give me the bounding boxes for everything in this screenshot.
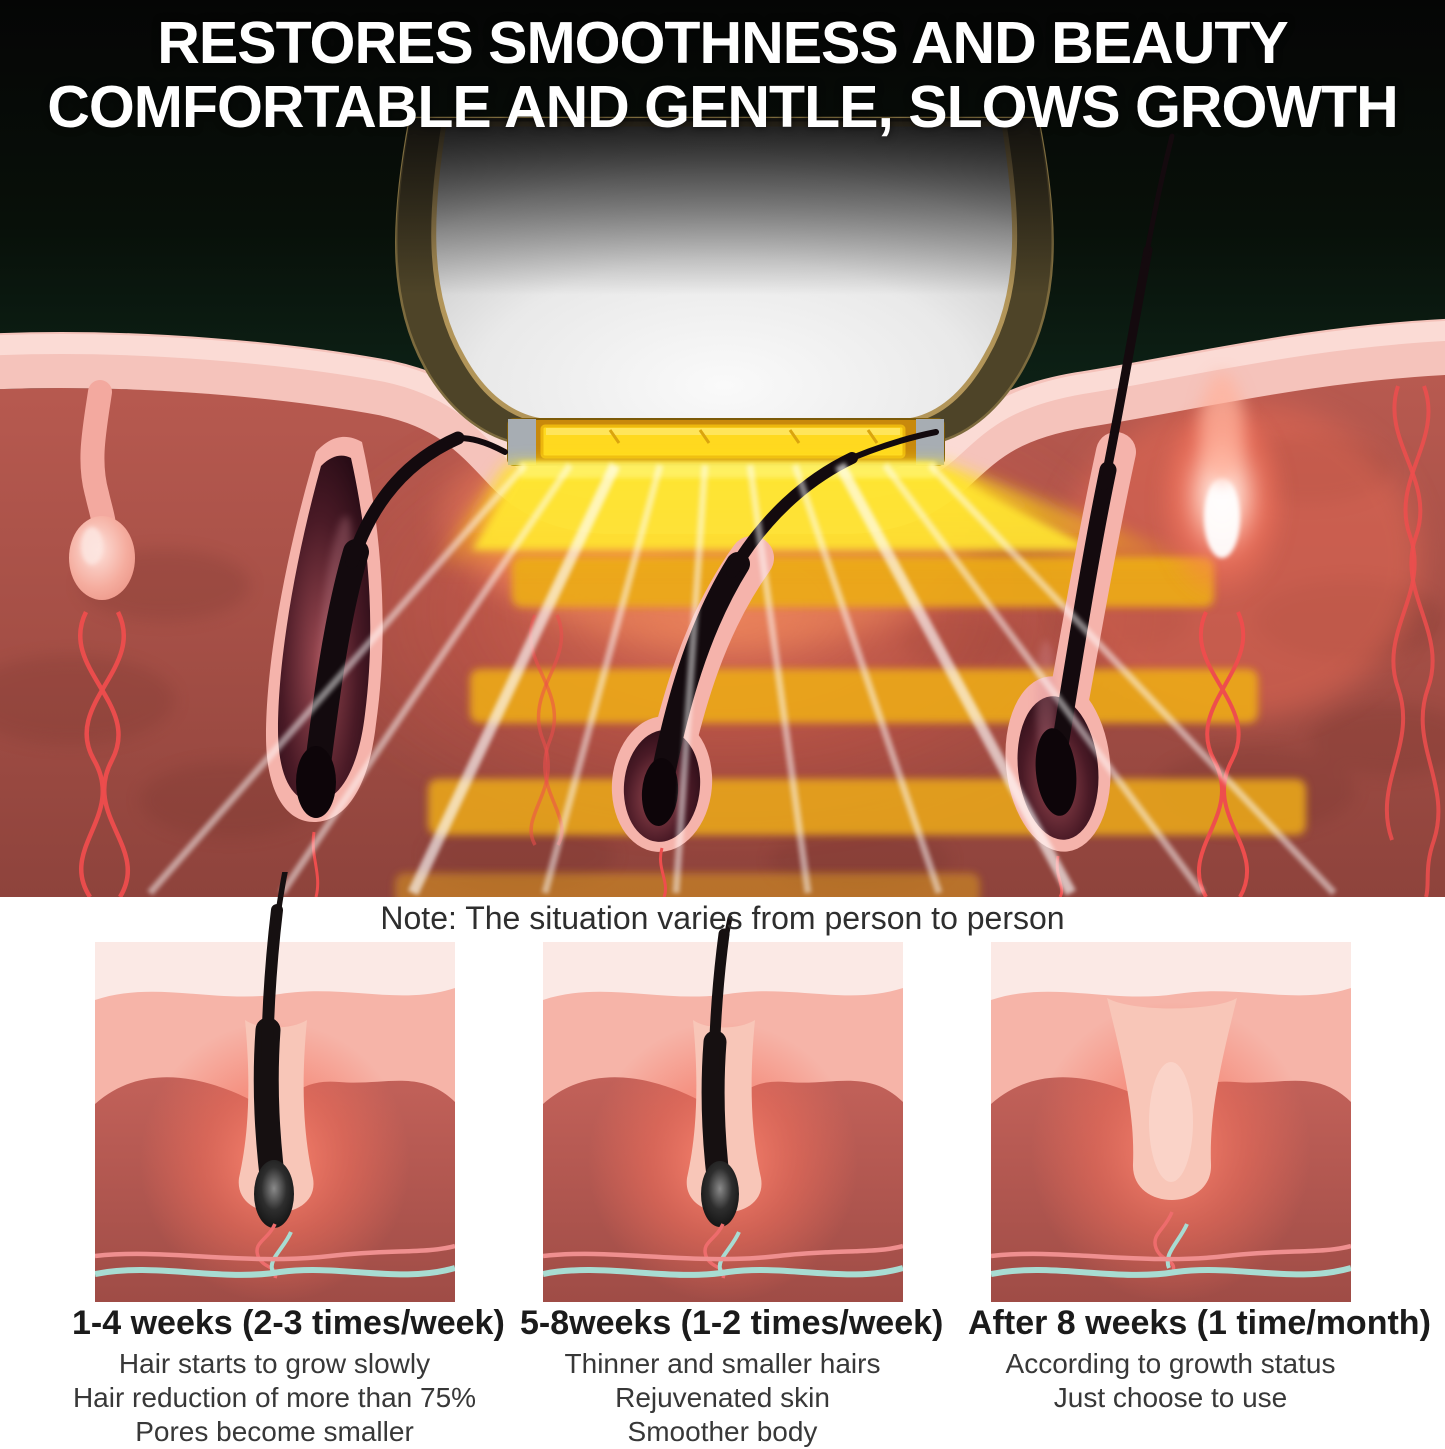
results-timeline: 1-4 weeks (2-3 times/week) Hair starts t… bbox=[0, 872, 1445, 1449]
blood-vessels bbox=[77, 385, 1441, 897]
stage-panel-3: After 8 weeks (1 time/month) According t… bbox=[968, 872, 1431, 1449]
stage-2-line: Rejuvenated skin bbox=[615, 1382, 830, 1414]
flash-lamp bbox=[507, 418, 945, 466]
stage-panel-2: 5-8weeks (1-2 times/week) Thinner and sm… bbox=[520, 872, 944, 1449]
disclaimer-note-text: Note: The situation varies from person t… bbox=[380, 900, 1065, 936]
skin-cross-section-after-8-weeks bbox=[990, 942, 1351, 1302]
hair-follicle-right bbox=[1005, 133, 1175, 897]
stage-1-line: Pores become smaller bbox=[135, 1416, 414, 1448]
ipl-treatment-diagram bbox=[0, 0, 1445, 897]
device-head bbox=[395, 116, 1054, 446]
stage-3-line: Just choose to use bbox=[1053, 1382, 1288, 1414]
title-line-2: COMFORTABLE AND GENTLE, SLOWS GROWTH bbox=[47, 73, 1398, 140]
title-line-1: RESTORES SMOOTHNESS AND BEAUTY bbox=[157, 10, 1288, 76]
hero-illustration: RESTORES SMOOTHNESS AND BEAUTY COMFORTAB… bbox=[0, 0, 1445, 897]
stage-3-title: After 8 weeks (1 time/month) bbox=[968, 1304, 1431, 1342]
page-title: RESTORES SMOOTHNESS AND BEAUTY COMFORTAB… bbox=[0, 10, 1445, 140]
stage-3-line: According to growth status bbox=[1005, 1348, 1336, 1379]
skin-cross-section-weeks-5-8 bbox=[542, 915, 903, 1302]
stage-2-line: Smoother body bbox=[627, 1416, 818, 1448]
disclaimer-note: Note: The situation varies from person t… bbox=[0, 900, 1445, 942]
stage-2-title: 5-8weeks (1-2 times/week) bbox=[520, 1304, 944, 1342]
destroyed-follicle-glow bbox=[1160, 373, 1284, 603]
light-beam bbox=[430, 462, 1225, 572]
stage-1-line: Hair starts to grow slowly bbox=[118, 1348, 431, 1379]
skin-cross-section-weeks-1-4 bbox=[94, 872, 455, 1302]
stage-2-caption: 5-8weeks (1-2 times/week) Thinner and sm… bbox=[520, 1304, 944, 1449]
stage-2-line: Thinner and smaller hairs bbox=[564, 1348, 881, 1379]
light-rays bbox=[147, 462, 1337, 896]
stage-panel-1: 1-4 weeks (2-3 times/week) Hair starts t… bbox=[72, 872, 505, 1449]
stage-1-title: 1-4 weeks (2-3 times/week) bbox=[72, 1304, 505, 1342]
stage-3-caption: After 8 weeks (1 time/month) According t… bbox=[968, 1304, 1431, 1415]
stage-1-line: Hair reduction of more than 75% bbox=[72, 1382, 477, 1414]
small-follicle-left bbox=[69, 380, 135, 600]
stage-1-caption: 1-4 weeks (2-3 times/week) Hair starts t… bbox=[72, 1304, 505, 1449]
